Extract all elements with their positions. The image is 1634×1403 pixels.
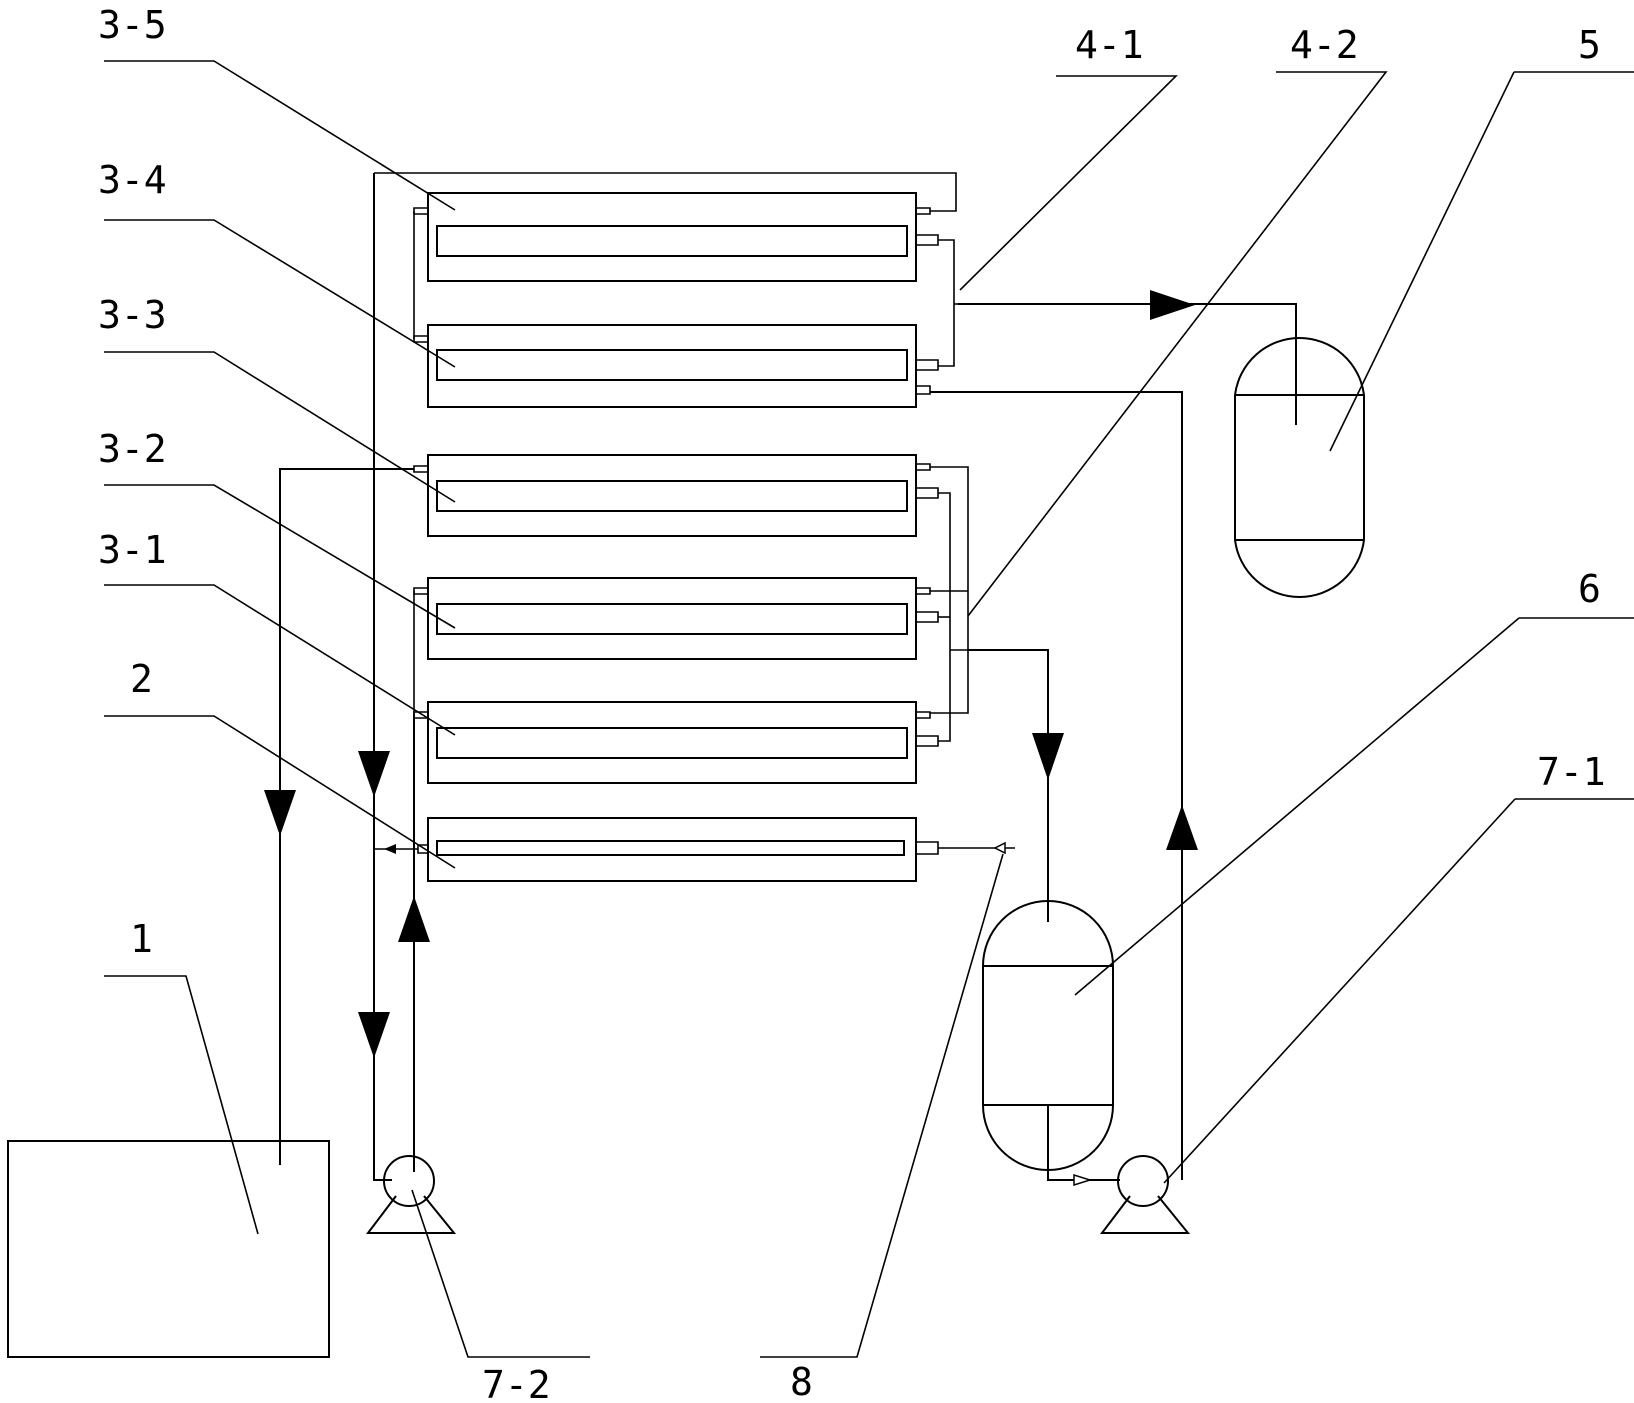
tank-1	[7, 1140, 330, 1358]
vessel-6	[982, 900, 1114, 1171]
pump-7-2	[365, 1155, 457, 1234]
label-5: 5	[1578, 23, 1601, 67]
module-3-3	[413, 454, 939, 537]
pipe-4-2-to-6	[968, 649, 1049, 922]
flow-arrow-up-7-1	[1166, 805, 1198, 850]
header-4-1	[938, 239, 958, 367]
label-6: 6	[1578, 567, 1601, 611]
pipe-left-main	[373, 173, 392, 1181]
pipe-3-3-to-tank-1	[279, 468, 414, 1165]
flow-arrow-down-left-1	[358, 751, 390, 797]
vessel-5	[1234, 337, 1365, 598]
label-3-3: 3-3	[98, 293, 167, 337]
label-8: 8	[790, 1360, 813, 1403]
leader-lines	[104, 60, 1634, 1358]
flow-arrow-up-7-2	[398, 896, 430, 942]
flow-arrow-down-left-2	[358, 1012, 390, 1058]
flow-arrow-to-7-1	[1073, 1173, 1093, 1187]
flow-arrow-to-5	[1150, 290, 1195, 320]
label-7-1: 7-1	[1537, 750, 1606, 794]
label-3-2: 3-2	[98, 427, 167, 471]
label-1: 1	[130, 917, 153, 961]
label-3-4: 3-4	[98, 158, 167, 202]
flow-arrow-inlet-8	[993, 841, 1006, 855]
pump-7-1	[1099, 1155, 1191, 1234]
module-3-4	[413, 324, 939, 408]
header-4-2	[930, 466, 969, 742]
module-3-2	[413, 577, 939, 660]
label-3-1: 3-1	[98, 528, 167, 572]
pipe-7-1-return	[930, 391, 1183, 1180]
module-3-1	[413, 701, 939, 784]
label-4-2: 4-2	[1290, 23, 1359, 67]
label-3-5: 3-5	[98, 3, 167, 47]
flow-arrow-down-6	[1032, 733, 1064, 780]
pipe-6-to-7-1	[1047, 1104, 1120, 1181]
label-2: 2	[130, 657, 153, 701]
label-4-1: 4-1	[1075, 23, 1144, 67]
label-7-2: 7-2	[482, 1363, 551, 1403]
pipe-4-1-to-5	[958, 303, 1297, 425]
module-3-5	[413, 192, 939, 282]
top-link-3-5	[374, 172, 957, 212]
flow-arrow-down-tank-1	[264, 790, 296, 836]
membrane-module-2	[417, 817, 939, 882]
flow-arrow-module-2-out	[384, 844, 396, 854]
